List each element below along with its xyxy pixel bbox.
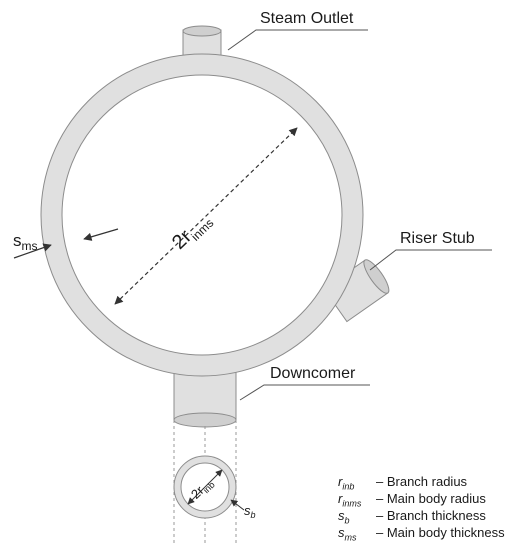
steam-outlet-label: Steam Outlet — [260, 10, 354, 27]
legend-symbol: rinms — [338, 491, 362, 509]
branch-diameter-line — [187, 469, 223, 505]
legend-item: sb – Branch thickness — [338, 508, 486, 526]
main-thickness-arrow-outer — [13, 243, 52, 259]
legend-symbol: rinb — [338, 474, 355, 492]
legend-item: rinb – Branch radius — [338, 474, 467, 492]
main-thickness-label: sms — [13, 231, 38, 253]
legend-description: – Branch thickness — [376, 508, 486, 523]
legend-description: – Main body thickness — [376, 525, 505, 540]
main-diameter-line — [114, 127, 298, 305]
riser-stub-label: Riser Stub — [400, 230, 475, 247]
legend-description: – Branch radius — [376, 474, 468, 489]
downcomer-leader — [239, 384, 370, 401]
branch-thickness-label: sb — [244, 503, 256, 520]
main-body-ring — [40, 53, 364, 377]
legend-symbol: sms — [338, 525, 357, 543]
downcomer-label: Downcomer — [270, 365, 356, 382]
riser-stub-leader — [369, 249, 492, 271]
legend-item: sms – Main body thickness — [338, 525, 505, 543]
branch-thickness-arrow — [230, 499, 245, 511]
branch-diameter-label: 2rinb — [188, 475, 217, 504]
main-thickness-arrow-inner — [83, 228, 119, 241]
legend-symbol: sb — [338, 508, 350, 526]
steam-outlet-leader — [227, 29, 368, 51]
legend-item: rinms – Main body radius — [338, 491, 486, 509]
legend-description: – Main body radius — [376, 491, 486, 506]
